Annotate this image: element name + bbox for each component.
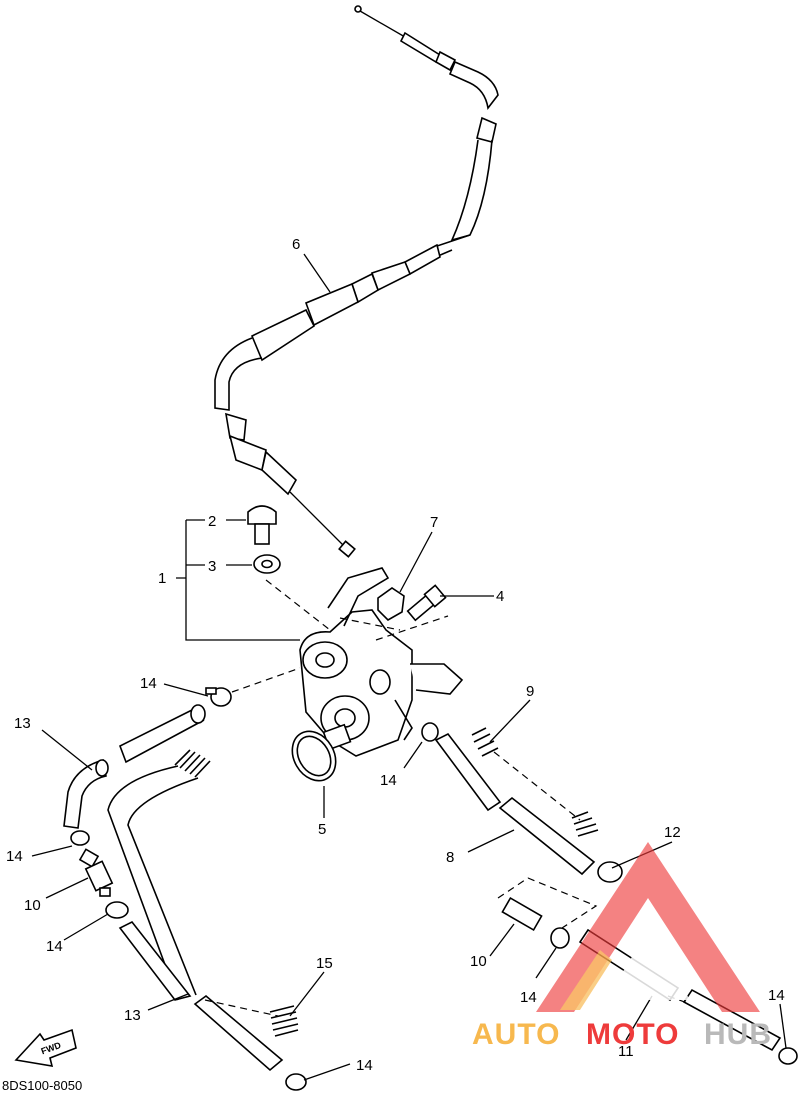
diagram-code: 8DS100-8050 xyxy=(2,1078,82,1093)
callout-2: 2 xyxy=(208,513,216,530)
nut xyxy=(377,587,405,621)
callout-11: 11 xyxy=(618,1043,634,1060)
left-hoses xyxy=(63,687,307,1091)
callout-14-b: 14 xyxy=(6,848,23,865)
callout-6: 6 xyxy=(292,236,300,253)
callout-14-g: 14 xyxy=(768,987,785,1004)
callout-7: 7 xyxy=(430,514,438,531)
throttle-cable xyxy=(214,5,499,558)
left-spring xyxy=(174,749,211,778)
watermark-moto: MOTO xyxy=(586,1018,679,1051)
callout-14-d: 14 xyxy=(380,772,397,789)
callout-13-b: 13 xyxy=(124,1007,141,1024)
pump-bolt xyxy=(406,584,447,622)
callout-12: 12 xyxy=(664,824,681,841)
assembly-lines xyxy=(231,579,449,693)
callout-15: 15 xyxy=(316,955,333,972)
watermark-triangle-logo xyxy=(536,842,760,1012)
callout-4: 4 xyxy=(496,588,504,605)
callout-9: 9 xyxy=(526,683,534,700)
watermark-text: AUTO MOTO HUB xyxy=(472,1018,772,1051)
oil-pump xyxy=(299,567,464,757)
callout-14-a: 14 xyxy=(140,675,157,692)
right-hoses xyxy=(421,722,798,1065)
callout-14-f: 14 xyxy=(356,1057,373,1074)
callouts: 2 3 1 6 7 4 14 13 14 10 14 5 14 9 8 12 1… xyxy=(6,236,785,1074)
watermark-auto: AUTO xyxy=(472,1018,560,1051)
o-ring xyxy=(291,730,337,782)
callout-14-c: 14 xyxy=(46,938,63,955)
callout-10-b: 10 xyxy=(470,953,487,970)
callout-14-e: 14 xyxy=(520,989,537,1006)
callout-3: 3 xyxy=(208,558,216,575)
callout-10-a: 10 xyxy=(24,897,41,914)
spring-15 xyxy=(269,1005,299,1037)
watermark-hub: HUB xyxy=(704,1018,772,1051)
callout-5: 5 xyxy=(318,821,326,838)
washer xyxy=(253,554,281,574)
fwd-arrow-icon: FWD xyxy=(14,1028,77,1067)
callout-1: 1 xyxy=(158,570,166,587)
bolt xyxy=(247,505,277,545)
callout-13-a: 13 xyxy=(14,715,31,732)
callout-8: 8 xyxy=(446,849,454,866)
